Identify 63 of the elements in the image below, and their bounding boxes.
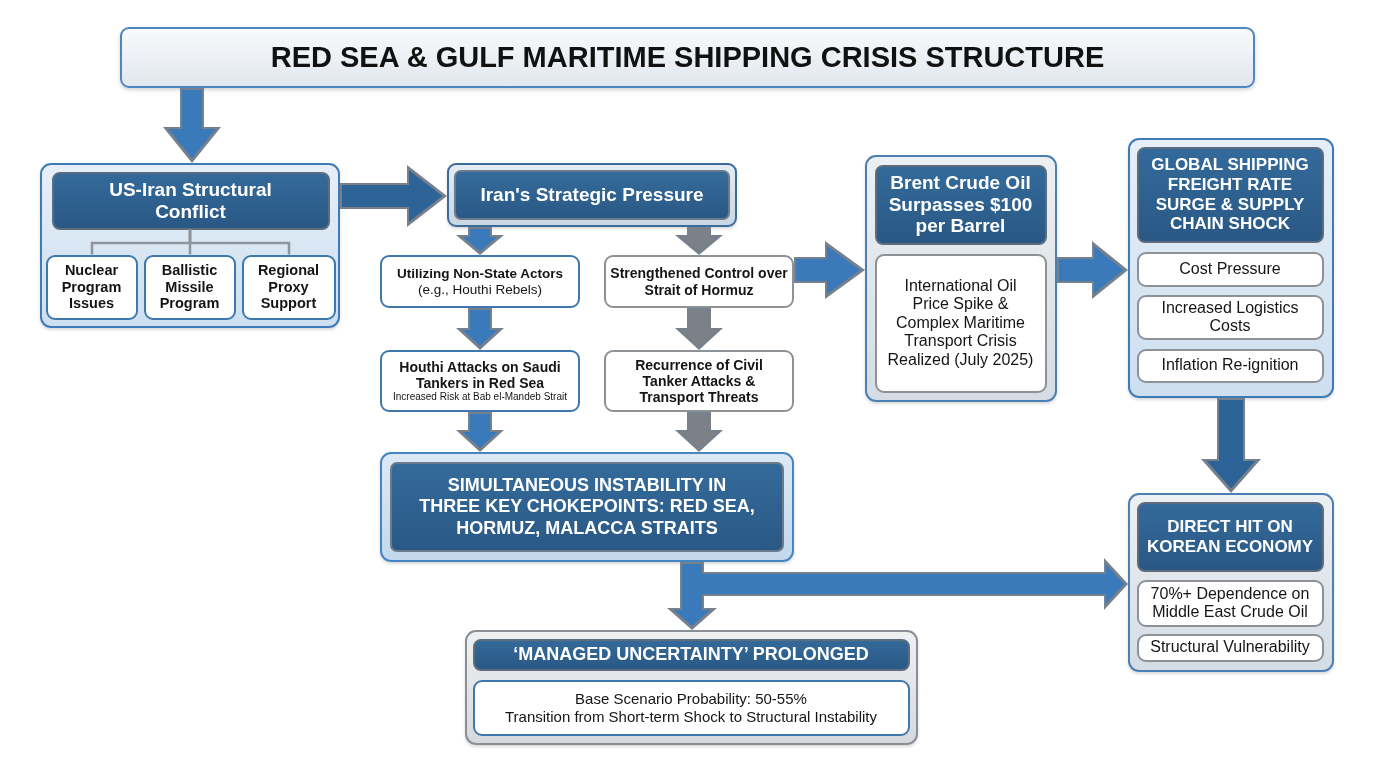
header-band (472, 638, 910, 671)
header-band (51, 171, 330, 230)
banner-box (380, 452, 794, 562)
item-label: International Oil Price Spike & Complex Maritime Transport Crisis Realized (July 2025) (886, 277, 1035, 369)
title-text: RED SEA & GULF MARITIME SHIPPING CRISIS STRUCTURE (270, 40, 1105, 75)
header-label: GLOBAL SHIPPING FREIGHT RATE SURGE & SUPPLY CHAIN SHOCK (1150, 155, 1310, 234)
banner-label: Iran's Strategic Pressure (454, 170, 730, 220)
item-label: 70%+ Dependence on Middle East Crude Oil (1149, 584, 1311, 622)
group-panel (1128, 138, 1334, 398)
block-arrow (675, 227, 723, 255)
item-box (241, 254, 336, 320)
block-arrow (456, 412, 504, 452)
item-box (874, 253, 1047, 393)
banner-label: SIMULTANEOUS INSTABILITY IN THREE KEY CHOKEPOINTS: RED SEA, HORMUZ, MALACCA STRAITS (390, 462, 784, 552)
item-label: Transition from Short-term Shock to Structural Instability (504, 707, 878, 725)
title-box (120, 27, 1255, 88)
item-label: Nuclear Program Issues (60, 262, 123, 312)
item-label: Cost Pressure (1179, 259, 1281, 279)
item-box (1136, 348, 1324, 383)
item-box (380, 255, 580, 308)
header-label: ‘MANAGED UNCERTAINTY’ PROLONGED (513, 644, 869, 665)
connector-line (188, 229, 291, 255)
item-label: Inflation Re-ignition (1161, 356, 1299, 375)
item-box (143, 254, 236, 320)
item-label: Houthi Attacks on Saudi Tankers in Red Sea (398, 359, 562, 392)
item-label: Regional Proxy Support (256, 262, 321, 312)
item-box (472, 679, 910, 736)
block-arrow (1201, 398, 1261, 493)
group-panel (865, 155, 1057, 402)
item-label: Increased Logistics Costs (1160, 298, 1300, 336)
item-label: Strengthened Control over Strait of Hormuz (610, 265, 788, 298)
item-box (1136, 294, 1324, 340)
block-arrow (163, 88, 221, 163)
block-arrow (456, 227, 504, 255)
header-band (874, 164, 1047, 245)
item-label: Structural Vulnerability (1150, 638, 1310, 657)
item-box (380, 350, 580, 412)
header-label: DIRECT HIT ON KOREAN ECONOMY (1145, 516, 1315, 557)
group-panel (1128, 493, 1334, 672)
item-label: Ballistic Missile Program (158, 262, 221, 312)
block-arrow (1057, 241, 1128, 299)
item-box (604, 255, 794, 308)
block-arrow (340, 165, 447, 227)
group-panel (40, 163, 340, 328)
header-label: Brent Crude Oil Surpasses $100 per Barrel (887, 171, 1034, 238)
block-arrow (675, 308, 723, 350)
item-label: Utilizing Non-State Actors (e.g., Houthi Rebels) (396, 266, 564, 297)
item-box (1136, 251, 1324, 287)
item-box (604, 350, 794, 412)
group-panel (465, 630, 918, 745)
item-box (1136, 579, 1324, 627)
item-box (1136, 633, 1324, 662)
block-arrow (794, 241, 865, 299)
banner-box (447, 163, 737, 227)
header-band (1136, 146, 1324, 243)
header-band (1136, 501, 1324, 572)
item-label: Base Scenario Probability: 50-55% (575, 690, 807, 708)
header-label: US-Iran Structural Conflict (108, 178, 273, 223)
block-arrow (456, 308, 504, 350)
item-box (45, 254, 138, 320)
item-label: Recurrence of Civil Tanker Attacks & Transport Threats (634, 356, 764, 406)
note-text: Increased Risk at Bab el-Mandeb Strait (393, 391, 567, 403)
block-arrow (675, 412, 723, 452)
